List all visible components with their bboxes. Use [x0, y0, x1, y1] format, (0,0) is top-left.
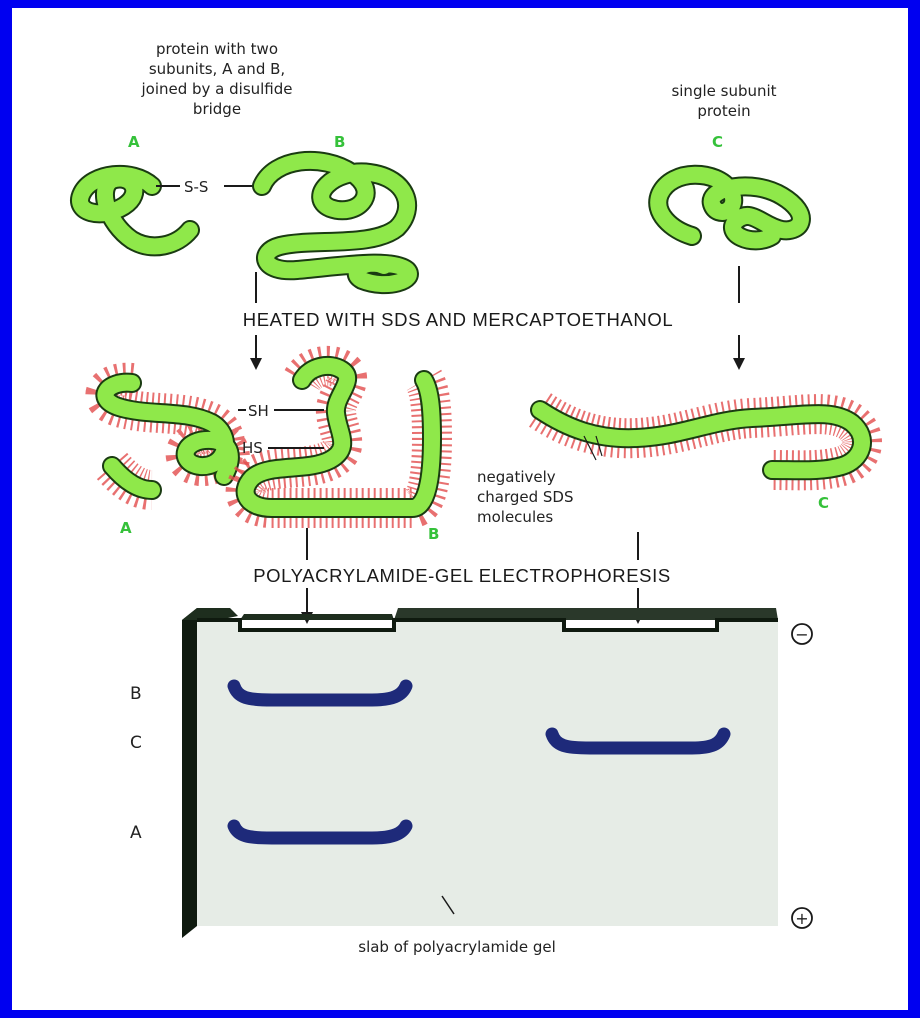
step-electrophoresis-label: POLYACRYLAMIDE-GEL ELECTROPHORESIS — [253, 565, 671, 586]
sds-note-line-3: molecules — [477, 508, 553, 526]
subunit-a-label-mid: A — [120, 519, 132, 537]
subunit-b-label-top: B — [334, 133, 345, 151]
left-caption-line-2: subunits, A and B, — [149, 60, 285, 78]
subunit-b-label-mid: B — [428, 525, 439, 543]
negative-pole-symbol: − — [795, 625, 808, 644]
arrow-right-step1 — [733, 266, 745, 370]
step-heated-label: HEATED WITH SDS AND MERCAPTOETHANOL — [243, 309, 673, 330]
gel-caption: slab of polyacrylamide gel — [358, 938, 556, 956]
right-caption-line-2: protein — [697, 102, 750, 120]
band-labels: B C A — [130, 684, 142, 843]
positive-electrode: + — [792, 908, 812, 928]
denatured-subunit-a — [105, 383, 230, 490]
positive-pole-symbol: + — [795, 909, 808, 928]
right-caption-line-1: single subunit — [671, 82, 776, 100]
figure-frame: protein with two subunits, A and B, join… — [12, 8, 908, 1010]
gel-slab — [182, 608, 778, 938]
subunit-c-label-mid: C — [818, 494, 829, 512]
left-protein-caption: protein with two subunits, A and B, join… — [140, 40, 292, 118]
denatured-subunit-c — [540, 410, 862, 470]
denatured-subunit-b — [246, 366, 432, 508]
sds-page-diagram: protein with two subunits, A and B, join… — [12, 8, 908, 1010]
left-caption-line-3: joined by a disulfide — [140, 80, 292, 98]
sh-lower-label: HS — [242, 439, 263, 457]
sh-upper-label: SH — [248, 402, 269, 420]
right-protein-caption: single subunit protein — [671, 82, 776, 120]
band-label-c: C — [130, 733, 142, 753]
folded-subunit-b — [262, 161, 409, 284]
left-caption-line-4: bridge — [193, 100, 241, 118]
sds-note: negatively charged SDS molecules — [477, 468, 573, 526]
left-caption-line-1: protein with two — [156, 40, 278, 58]
sulfhydryl-groups: SH HS — [238, 402, 324, 457]
band-label-b: B — [130, 684, 142, 704]
subunit-c-label-top: C — [712, 133, 723, 151]
disulfide-bridge: S-S — [156, 178, 258, 196]
sds-note-line-2: charged SDS — [477, 488, 573, 506]
disulfide-bond-label: S-S — [184, 178, 208, 196]
folded-subunit-c — [658, 175, 801, 241]
band-label-a: A — [130, 823, 142, 843]
sds-note-line-1: negatively — [477, 468, 556, 486]
negative-electrode: − — [792, 624, 812, 644]
subunit-a-label-top: A — [128, 133, 140, 151]
